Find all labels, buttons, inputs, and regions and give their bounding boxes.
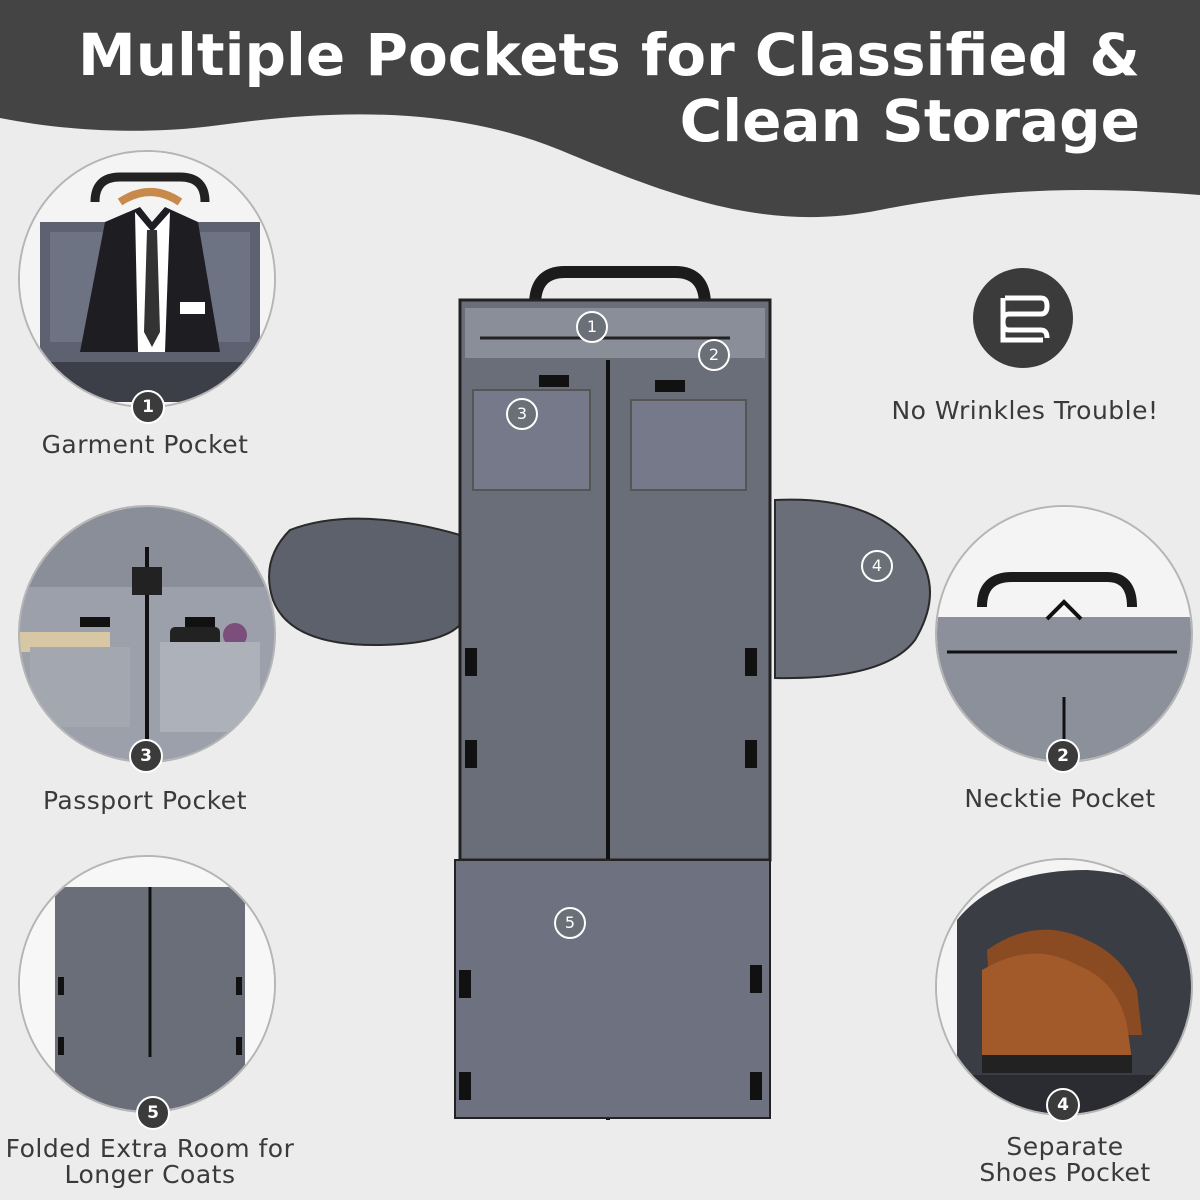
garment-bag-illustration [268, 266, 931, 1120]
garment-pocket-badge: 1 [131, 390, 165, 424]
passport-pocket-badge: 3 [129, 739, 163, 773]
necktie-pocket-badge: 2 [1046, 739, 1080, 773]
bag-marker-5: 5 [554, 907, 586, 939]
bag-marker-2: 2 [698, 339, 730, 371]
extra-room-badge: 5 [136, 1096, 170, 1130]
wrinkle-free-icon [973, 268, 1073, 368]
bag-marker-4: 4 [861, 550, 893, 582]
no-wrinkles-text: No Wrinkles Trouble! [891, 396, 1159, 425]
header-banner [0, 0, 1200, 218]
passport-pocket-label: Passport Pocket [42, 786, 247, 815]
passport-pocket-image [18, 505, 276, 763]
shoes-pocket-label-line1: Separate [1006, 1132, 1124, 1161]
page-title: Multiple Pockets for Classified & Clean … [78, 21, 1140, 155]
shoes-pocket-label-line2: Shoes Pocket [979, 1158, 1151, 1187]
shoes-pocket-badge: 4 [1046, 1088, 1080, 1122]
garment-pocket-label: Garment Pocket [41, 430, 249, 459]
garment-pocket-image [18, 150, 276, 408]
necktie-pocket-image [935, 505, 1193, 763]
bag-marker-1: 1 [576, 311, 608, 343]
shoes-pocket-image [935, 858, 1193, 1116]
shoes-pocket-label: Separate Shoes Pocket [930, 1134, 1200, 1186]
extra-room-label-line1: Folded Extra Room for [5, 1134, 295, 1163]
bag-marker-3: 3 [506, 398, 538, 430]
extra-room-image [18, 855, 276, 1113]
extra-room-label: Folded Extra Room for Longer Coats [0, 1136, 300, 1188]
necktie-pocket-label: Necktie Pocket [964, 784, 1156, 813]
extra-room-label-line2: Longer Coats [64, 1160, 236, 1189]
